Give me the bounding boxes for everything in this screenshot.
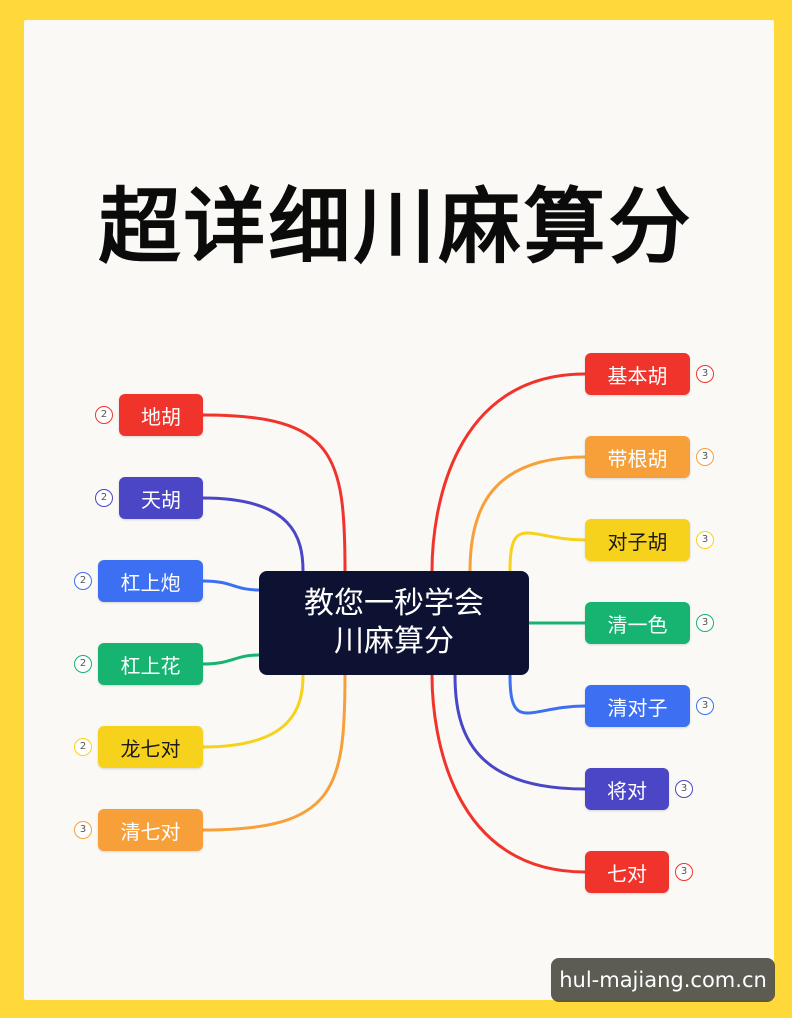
right-node-badge: 3 (696, 614, 714, 632)
right-node-label: 对子胡 (607, 529, 668, 554)
center-line-2: 川麻算分 (334, 624, 454, 659)
right-node-7: 七对 (585, 851, 669, 893)
left-node-3: 杠上炮 (98, 560, 203, 602)
left-node-badge: 2 (95, 406, 113, 424)
right-node-badge: 3 (675, 780, 693, 798)
right-node-label: 带根胡 (607, 446, 668, 471)
right-node-4: 清一色 (585, 602, 690, 644)
right-node-badge: 3 (696, 448, 714, 466)
right-node-1: 基本胡 (585, 353, 690, 395)
left-link-1 (201, 413, 347, 573)
watermark: hul-majiang.com.cn (551, 958, 775, 1002)
left-node-4: 杠上花 (98, 643, 203, 685)
left-node-label: 清七对 (120, 819, 181, 844)
left-node-label: 杠上花 (120, 653, 181, 678)
left-node-5: 龙七对 (98, 726, 203, 768)
left-node-badge: 2 (74, 655, 92, 673)
right-node-badge: 3 (696, 365, 714, 383)
right-node-3: 对子胡 (585, 519, 690, 561)
left-node-label: 地胡 (141, 404, 181, 429)
left-node-label: 杠上炮 (120, 570, 181, 595)
left-node-label: 天胡 (141, 487, 181, 512)
right-link-6 (453, 673, 587, 791)
left-link-2 (201, 496, 305, 573)
left-link-6 (201, 673, 347, 832)
right-node-label: 清一色 (607, 612, 668, 637)
left-node-badge: 2 (95, 489, 113, 507)
left-node-2: 天胡 (119, 477, 203, 519)
right-node-label: 清对子 (607, 695, 668, 720)
center-node: 教您一秒学会 川麻算分 (259, 571, 529, 675)
left-node-6: 清七对 (98, 809, 203, 851)
right-node-6: 将对 (585, 768, 669, 810)
page-title: 超详细川麻算分 (98, 180, 694, 275)
right-node-label: 七对 (607, 861, 647, 886)
right-node-badge: 3 (696, 697, 714, 715)
left-node-label: 龙七对 (120, 736, 181, 761)
right-node-badge: 3 (696, 531, 714, 549)
right-link-2 (468, 455, 587, 573)
right-node-5: 清对子 (585, 685, 690, 727)
left-node-badge: 3 (74, 821, 92, 839)
left-node-badge: 2 (74, 572, 92, 590)
right-link-1 (430, 372, 587, 573)
left-link-3 (201, 579, 261, 592)
right-node-2: 带根胡 (585, 436, 690, 478)
right-link-3 (508, 531, 587, 573)
left-link-5 (201, 673, 305, 749)
left-node-badge: 2 (74, 738, 92, 756)
right-link-7 (430, 673, 587, 874)
center-line-1: 教您一秒学会 (304, 586, 484, 621)
right-node-label: 基本胡 (607, 363, 668, 388)
left-link-4 (201, 653, 261, 666)
right-node-label: 将对 (607, 778, 647, 803)
right-link-5 (508, 673, 587, 715)
right-node-badge: 3 (675, 863, 693, 881)
left-node-1: 地胡 (119, 394, 203, 436)
